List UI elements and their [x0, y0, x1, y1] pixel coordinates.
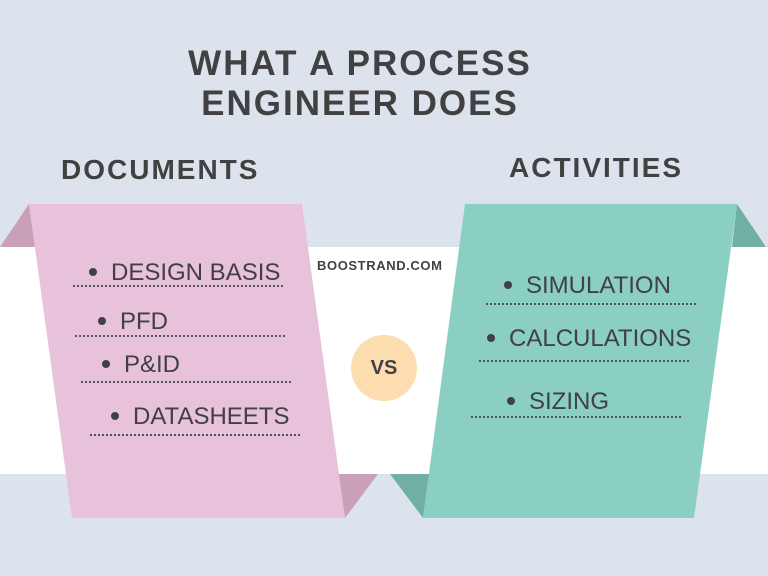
item-label: DATASHEETS — [133, 403, 290, 430]
item-label: PFD — [120, 308, 168, 335]
page-title: WHAT A PROCESS ENGINEER DOES — [150, 44, 570, 124]
dotted-divider — [471, 416, 681, 418]
bullet-icon — [102, 359, 110, 368]
activities-heading: ACTIVITIES — [509, 152, 684, 183]
vs-badge: VS — [351, 335, 417, 401]
bullet-icon — [98, 316, 106, 325]
title-line-1: WHAT A PROCESS — [188, 44, 532, 83]
dotted-divider — [90, 434, 300, 436]
item-label: SIZING — [529, 388, 610, 415]
item-label: DESIGN BASIS — [111, 259, 281, 286]
list-item: SIMULATION — [504, 272, 671, 300]
bullet-icon — [89, 267, 97, 276]
teal-top-fold — [732, 204, 766, 247]
title-line-2: ENGINEER DOES — [201, 84, 519, 123]
dotted-divider — [486, 303, 696, 305]
vs-label: VS — [370, 356, 398, 379]
dotted-divider — [73, 285, 283, 287]
list-item: DESIGN BASIS — [89, 259, 280, 287]
teal-bottom-fold — [390, 474, 429, 518]
dotted-divider — [479, 360, 689, 362]
item-label: P&ID — [124, 351, 181, 378]
bullet-icon — [507, 396, 515, 405]
bullet-icon — [487, 333, 495, 342]
item-label: SIMULATION — [526, 272, 671, 299]
list-item: CALCULATIONS — [487, 325, 691, 353]
documents-card — [29, 204, 345, 518]
documents-heading: DOCUMENTS — [61, 154, 260, 185]
list-item: SIZING — [507, 388, 609, 416]
pink-top-fold — [0, 204, 35, 247]
list-item: DATASHEETS — [111, 403, 289, 431]
bullet-icon — [504, 280, 512, 289]
list-item: P&ID — [102, 351, 180, 379]
list-item: PFD — [98, 308, 168, 336]
pink-bottom-fold — [338, 474, 378, 518]
brand-label: BOOSTRAND.COM — [317, 258, 443, 273]
dotted-divider — [75, 335, 285, 337]
item-label: CALCULATIONS — [509, 325, 692, 352]
dotted-divider — [81, 381, 291, 383]
bullet-icon — [111, 411, 119, 420]
